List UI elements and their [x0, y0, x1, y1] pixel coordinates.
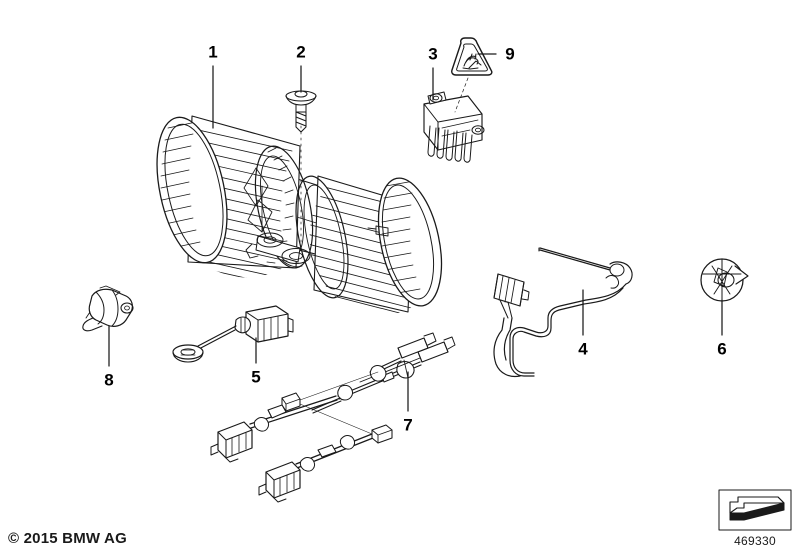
- blower-motor-assembly: [156, 115, 443, 318]
- copyright-notice: © 2015 BMW AG: [8, 530, 127, 547]
- esd-warning-label: [451, 37, 493, 113]
- harness-probe-upper: [311, 336, 456, 414]
- callout-9[interactable]: 9: [505, 44, 515, 64]
- 3d-arrow-icon: [729, 496, 785, 521]
- callout-2[interactable]: 2: [296, 42, 306, 62]
- callout-3[interactable]: 3: [428, 44, 438, 64]
- left-blower-cage: [156, 115, 314, 291]
- callout-7[interactable]: 7: [403, 415, 413, 435]
- callout-8[interactable]: 8: [104, 370, 114, 390]
- harness-branch-upper: [210, 392, 338, 463]
- wiring-harness-set: [210, 332, 456, 503]
- static-hazard-glyph: [462, 53, 482, 70]
- final-stage-resistor: [423, 91, 485, 163]
- mounting-bushings: [245, 232, 311, 268]
- callout-5[interactable]: 5: [251, 367, 261, 387]
- callout-1[interactable]: 1: [208, 42, 218, 62]
- callout-leaders: [108, 53, 723, 412]
- aspirator-sensor: [82, 285, 134, 332]
- right-blower-cage: [295, 175, 443, 318]
- interior-temperature-sensor: [172, 305, 294, 363]
- harness-probe-second: [359, 332, 437, 383]
- temperature-sensor-probe: [493, 247, 633, 378]
- diagram-number-label: 469330: [734, 534, 776, 548]
- callout-6[interactable]: 6: [717, 339, 727, 359]
- legend-box: [718, 489, 792, 531]
- callout-4[interactable]: 4: [578, 339, 588, 359]
- harness-branch-lower: [258, 424, 393, 503]
- rotary-clip: [700, 258, 749, 302]
